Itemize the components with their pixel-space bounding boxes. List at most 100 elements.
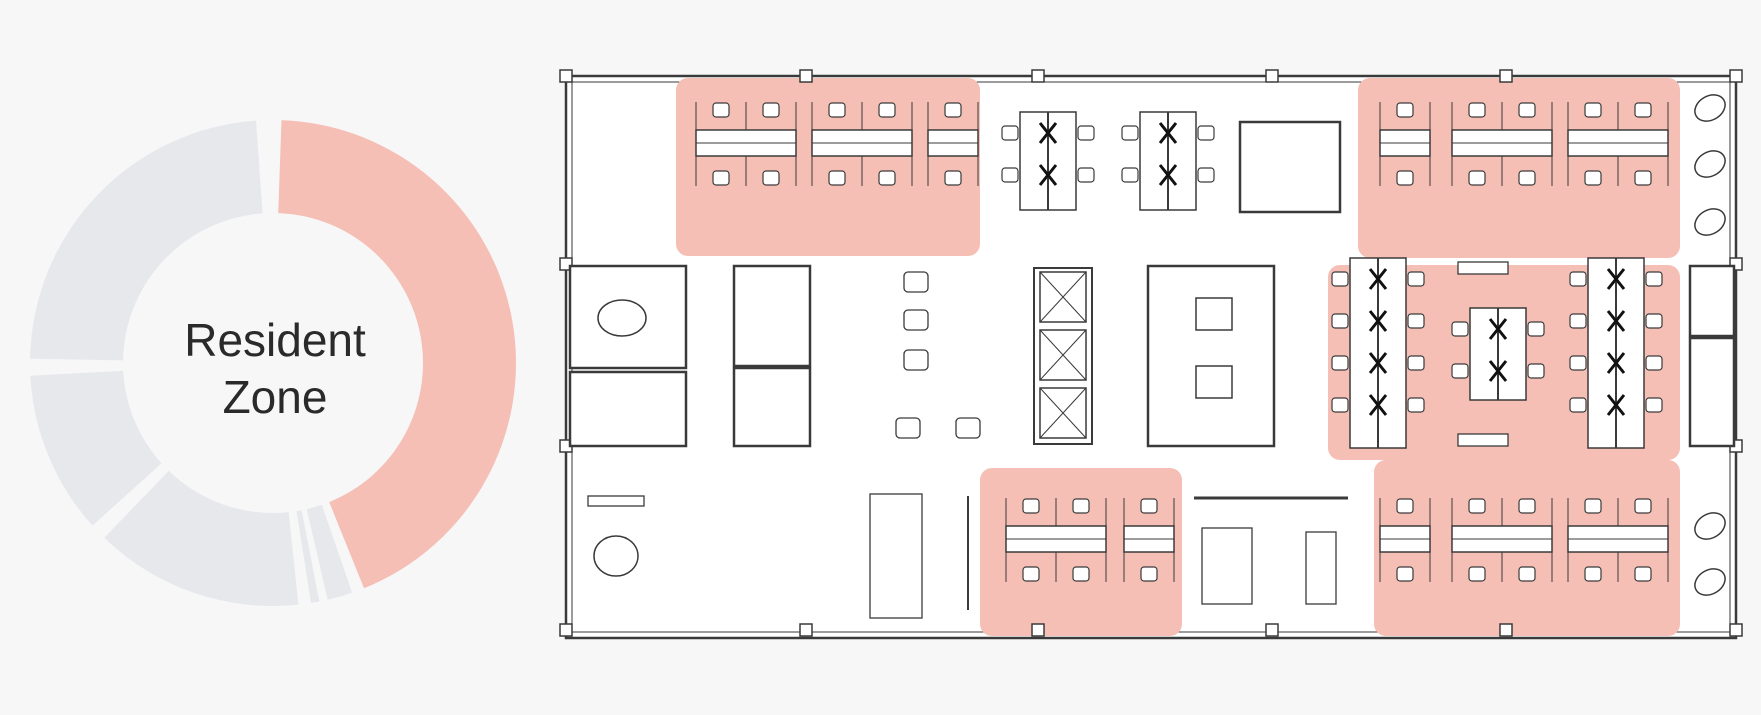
chair <box>712 170 730 186</box>
column-13 <box>1265 623 1279 637</box>
chair <box>1468 498 1486 514</box>
bench-chair-mark <box>1158 122 1178 144</box>
chair <box>1140 498 1158 514</box>
chair <box>1569 271 1587 287</box>
column-3 <box>1265 69 1279 83</box>
lounge-chair-2 <box>1694 208 1726 236</box>
workstation-cluster-3 <box>1005 498 1107 582</box>
chair <box>1518 566 1536 582</box>
chair <box>762 102 780 118</box>
meeting-room-2 <box>1146 264 1276 448</box>
chair <box>1584 170 1602 186</box>
chair <box>1468 566 1486 582</box>
bench-chair-mark <box>1368 268 1388 290</box>
bench-chair-mark <box>1488 318 1508 340</box>
elevator-x-2 <box>1039 387 1087 439</box>
chair <box>1518 170 1536 186</box>
chair <box>1645 271 1663 287</box>
chair <box>1072 498 1090 514</box>
donut-segment-thin-b <box>296 510 320 604</box>
column-11 <box>799 623 813 637</box>
meeting-table-4 <box>1195 365 1233 399</box>
chair <box>1584 498 1602 514</box>
meeting-table-1 <box>597 299 647 337</box>
cafe-table-2 <box>903 349 929 371</box>
chair <box>1569 313 1587 329</box>
chair <box>1527 363 1545 379</box>
workstation-cluster-4 <box>1123 498 1175 582</box>
chair <box>1468 102 1486 118</box>
chair <box>1645 397 1663 413</box>
chair <box>1331 355 1349 371</box>
chair <box>1451 321 1469 337</box>
lounge-sofa <box>1201 527 1253 605</box>
workstation-cluster-10 <box>1567 498 1669 582</box>
chair <box>878 102 896 118</box>
chair <box>1396 170 1414 186</box>
workstation-cluster-7 <box>1567 102 1669 186</box>
bench-chair-mark <box>1606 310 1626 332</box>
bench-chair-mark <box>1368 394 1388 416</box>
structural-columns <box>559 69 1743 637</box>
bench-chair-mark <box>1606 352 1626 374</box>
chair <box>1396 102 1414 118</box>
donut-segment-resident <box>278 120 516 589</box>
bench-desk-2 <box>1121 111 1215 211</box>
chair <box>1001 125 1019 141</box>
console-2 <box>1457 433 1509 447</box>
phone-room-4 <box>1688 336 1736 448</box>
chair <box>1121 167 1139 183</box>
donut-center-label: Resident Zone <box>115 312 435 426</box>
workstation-cluster-0 <box>695 102 797 186</box>
column-5 <box>1729 69 1743 83</box>
chair <box>1569 355 1587 371</box>
phone-room-1 <box>732 264 812 368</box>
cafe-table-1 <box>903 309 929 331</box>
column-4 <box>1499 69 1513 83</box>
workstation-cluster-2 <box>927 102 979 186</box>
resident-zone-1 <box>676 78 980 256</box>
bench-chair-mark <box>1368 310 1388 332</box>
chair <box>1407 313 1425 329</box>
workstation-cluster-9 <box>1451 498 1553 582</box>
chair <box>1022 566 1040 582</box>
zone-donut <box>30 120 516 606</box>
bench-chair-mark <box>1368 352 1388 374</box>
chair <box>1634 102 1652 118</box>
chair <box>944 170 962 186</box>
chair <box>1518 102 1536 118</box>
counter-1 <box>587 495 645 507</box>
chair <box>944 102 962 118</box>
console-1 <box>1457 261 1509 275</box>
bench-chair-mark <box>1038 164 1058 186</box>
chair <box>1407 271 1425 287</box>
chair <box>1407 397 1425 413</box>
chair <box>1634 170 1652 186</box>
office-room-2 <box>1238 120 1342 214</box>
chair <box>1022 498 1040 514</box>
bench-chair-mark <box>1488 360 1508 382</box>
column-15 <box>1729 623 1743 637</box>
chair <box>1197 125 1215 141</box>
chair <box>1121 125 1139 141</box>
donut-segment-thin-a <box>306 504 353 600</box>
donut-segment-lower-left <box>104 470 299 606</box>
elevator-x-0 <box>1039 271 1087 323</box>
donut-segment-upper-left <box>30 120 263 361</box>
floor-plan <box>559 69 1743 640</box>
chair <box>1645 313 1663 329</box>
chair <box>1468 170 1486 186</box>
chair <box>1634 566 1652 582</box>
chair <box>1140 566 1158 582</box>
office-room-1 <box>568 370 688 448</box>
chair <box>1396 566 1414 582</box>
chair <box>1569 397 1587 413</box>
column-2 <box>1031 69 1045 83</box>
column-0 <box>559 69 573 83</box>
chair <box>828 102 846 118</box>
cafe-table-3 <box>895 417 921 439</box>
chair <box>1451 363 1469 379</box>
standing-table <box>1305 531 1337 605</box>
bench-chair-mark <box>1158 164 1178 186</box>
